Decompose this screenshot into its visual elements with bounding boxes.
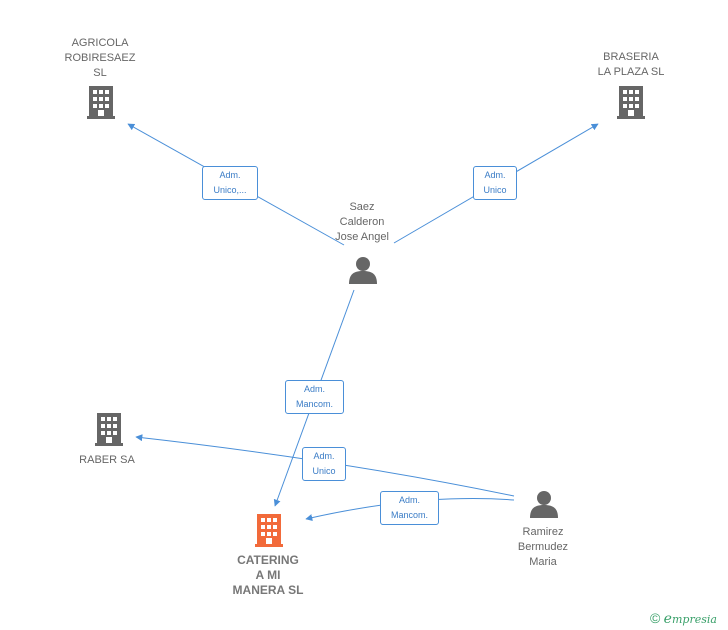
person-label-ramirez[interactable]: Ramirez Bermudez Maria bbox=[517, 526, 569, 568]
person-icon bbox=[349, 257, 377, 284]
company-label-catering[interactable]: CATERING A MI MANERA SL bbox=[232, 553, 304, 597]
building-icon bbox=[95, 413, 123, 446]
copyright-mark: © empresia bbox=[650, 610, 717, 627]
edge-label-ramirez-catering: Adm. Mancom. bbox=[380, 491, 439, 525]
building-icon-highlighted bbox=[255, 514, 283, 547]
edge-label-saez-braseria: Adm. Unico bbox=[473, 166, 517, 200]
person-icon bbox=[530, 491, 558, 518]
company-label-raber[interactable]: RABER SA bbox=[79, 454, 135, 466]
copyright-icon: © bbox=[650, 610, 661, 626]
building-icon bbox=[617, 86, 645, 119]
edge-label-saez-catering: Adm. Mancom. bbox=[285, 380, 344, 414]
brand-logo: empresia bbox=[663, 611, 717, 627]
person-label-saez[interactable]: Saez Calderon Jose Angel bbox=[335, 201, 389, 243]
building-icon bbox=[87, 86, 115, 119]
company-label-braseria[interactable]: BRASERIA LA PLAZA SL bbox=[597, 51, 665, 78]
company-label-agricola[interactable]: AGRICOLA ROBIRESAEZ SL bbox=[64, 37, 136, 79]
edge-label-saez-agricola: Adm. Unico,... bbox=[202, 166, 258, 200]
edge-label-ramirez-raber: Adm. Unico bbox=[302, 447, 346, 481]
